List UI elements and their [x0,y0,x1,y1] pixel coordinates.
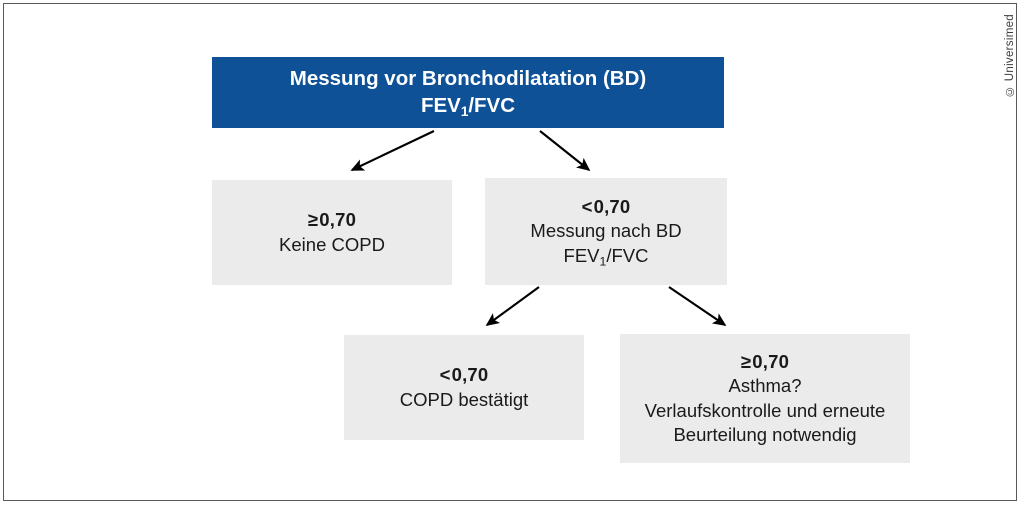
node-root-subscript: 1 [460,103,469,119]
node-no-copd-threshold: ≥0,70 [307,209,357,231]
node-post-bd-threshold: <0,70 [581,196,631,218]
node-root: Messung vor Bronchodilatation (BD) FEV1/… [212,57,724,128]
copyright-credit: © Universimed [1004,14,1016,98]
node-asthma: ≥0,70 Asthma? Verlaufskontrolle und erne… [620,334,910,463]
arrow-root-to-no-copd [350,130,435,171]
node-asthma-followup-line1: Verlaufskontrolle und erneute [644,399,886,421]
node-copd-confirmed: <0,70 COPD bestätigt [344,335,584,440]
node-post-bd-ratio: FEV1/FVC [563,244,649,268]
arrow-post-bd-to-asthma [668,286,727,326]
node-no-copd: ≥0,70 Keine COPD [212,180,452,285]
node-no-copd-label: Keine COPD [279,233,385,255]
arrow-root-to-post-bd [539,130,591,172]
node-post-bd: <0,70 Messung nach BD FEV1/FVC [485,178,727,285]
node-asthma-question: Asthma? [728,375,802,397]
node-copd-confirmed-label: COPD bestätigt [399,388,529,410]
node-root-line2: FEV1/FVC [420,93,516,119]
node-asthma-threshold: ≥0,70 [740,351,790,373]
node-copd-confirmed-threshold: <0,70 [439,364,489,386]
node-asthma-followup-line2: Beurteilung notwendig [673,423,857,445]
node-post-bd-label: Messung nach BD [530,220,682,242]
node-root-line1: Messung vor Bronchodilatation (BD) [289,66,647,90]
node-post-bd-subscript: 1 [599,253,607,268]
arrow-post-bd-to-copd-confirmed [485,286,540,326]
